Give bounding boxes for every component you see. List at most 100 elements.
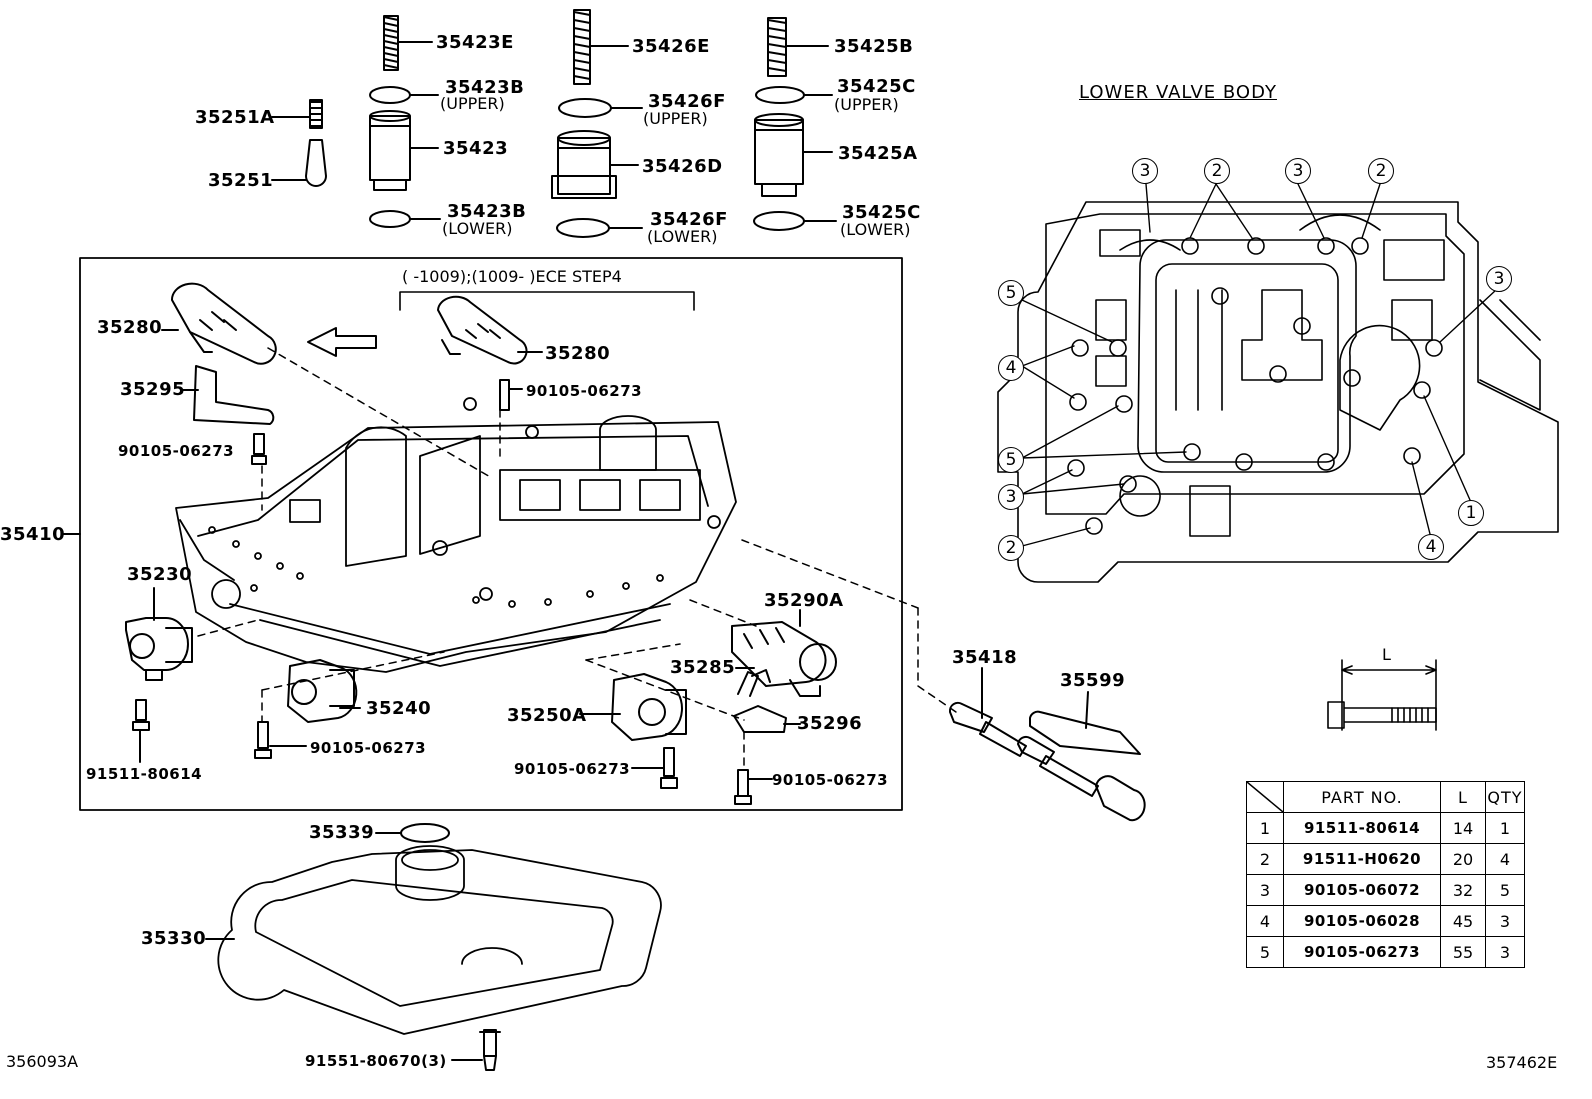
bolt-callout-2: 2 bbox=[998, 535, 1024, 561]
part-label-35426E: 35426E bbox=[632, 36, 710, 57]
valve-body-icon bbox=[175, 397, 737, 673]
oil-pan-icon bbox=[217, 845, 662, 1035]
solenoid-icon bbox=[287, 659, 358, 723]
bolt-callout-4: 4 bbox=[1418, 534, 1444, 560]
row-index: 1 bbox=[1246, 812, 1284, 844]
part-label-91511-80614: 91511-80614 bbox=[86, 765, 203, 783]
dimension-label: L bbox=[1382, 645, 1391, 664]
part-label-91551-80670: 91551-80670(3) bbox=[305, 1052, 447, 1070]
plate-icon bbox=[1029, 710, 1141, 755]
bolt-dimension-icon bbox=[1327, 659, 1437, 731]
bolt-callout-3: 3 bbox=[998, 484, 1024, 510]
part-label-35330: 35330 bbox=[141, 928, 207, 949]
part-label-35251A: 35251A bbox=[195, 107, 275, 128]
solenoid-icon bbox=[731, 621, 837, 697]
drain-bolt-icon bbox=[479, 1029, 501, 1071]
bolt-callout-3: 3 bbox=[1486, 266, 1512, 292]
part-label-35295: 35295 bbox=[120, 379, 186, 400]
table-corner-cell bbox=[1246, 781, 1284, 813]
part-label-35423E: 35423E bbox=[436, 32, 514, 53]
part-label-35423B-upper: 35423B bbox=[445, 77, 525, 98]
part-label-35418: 35418 bbox=[952, 647, 1018, 668]
bolt-table: PART NO. L QTY 1 91511-80614 14 1 2 9151… bbox=[1246, 781, 1525, 968]
part-label-bolt: 90105-06273 bbox=[310, 739, 427, 757]
bolt-callout-5: 5 bbox=[998, 280, 1024, 306]
bolt-icon bbox=[734, 769, 752, 805]
plate-icon bbox=[733, 705, 787, 733]
spring-icon bbox=[573, 9, 591, 85]
row-qty: 5 bbox=[1485, 874, 1525, 906]
bolt-icon bbox=[254, 721, 272, 759]
part-label-35426F-upper: 35426F bbox=[648, 91, 726, 112]
lower-valve-body-title: LOWER VALVE BODY bbox=[1079, 82, 1277, 103]
part-label-35599: 35599 bbox=[1060, 670, 1126, 691]
solenoid-icon bbox=[125, 617, 193, 681]
row-index: 2 bbox=[1246, 843, 1284, 875]
row-qty: 3 bbox=[1485, 936, 1525, 968]
part-label-35423B-lower: 35423B bbox=[447, 201, 527, 222]
part-label-35285: 35285 bbox=[670, 657, 736, 678]
row-part-no: 90105-06273 bbox=[1283, 936, 1441, 968]
row-part-no: 91511-80614 bbox=[1283, 812, 1441, 844]
bolt-icon bbox=[132, 699, 150, 731]
ece-note: ( -1009);(1009- )ECE STEP4 bbox=[402, 267, 622, 286]
part-label-35426D: 35426D bbox=[642, 156, 723, 177]
bolt-icon bbox=[660, 747, 678, 789]
part-label-35280-inset: 35280 bbox=[545, 343, 611, 364]
figure-ref-right: 357462E bbox=[1486, 1053, 1558, 1072]
part-label-35230: 35230 bbox=[127, 564, 193, 585]
part-label-bolt: 90105-06273 bbox=[526, 382, 643, 400]
part-label-35425B: 35425B bbox=[834, 36, 914, 57]
part-label-35410: 35410 bbox=[0, 524, 66, 545]
row-index: 4 bbox=[1246, 905, 1284, 937]
piston-icon bbox=[369, 110, 804, 199]
lower-note: (LOWER) bbox=[442, 219, 513, 238]
part-label-35339: 35339 bbox=[309, 822, 375, 843]
row-part-no: 90105-06028 bbox=[1283, 905, 1441, 937]
lower-valve-body-icon bbox=[997, 201, 1559, 583]
part-label-bolt: 90105-06273 bbox=[514, 760, 631, 778]
table-row: 5 90105-06273 55 3 bbox=[1246, 936, 1525, 968]
check-valve-icon bbox=[305, 139, 327, 187]
part-label-35425C-upper: 35425C bbox=[837, 76, 916, 97]
o-ring-icon bbox=[369, 86, 805, 843]
part-label-bolt: 90105-06273 bbox=[772, 771, 889, 789]
table-row: 1 91511-80614 14 1 bbox=[1246, 812, 1525, 844]
bolt-callout-3: 3 bbox=[1285, 158, 1311, 184]
part-label-35240: 35240 bbox=[366, 698, 432, 719]
part-label-35296: 35296 bbox=[797, 713, 863, 734]
part-label-35250A: 35250A bbox=[507, 705, 587, 726]
solenoid-icon bbox=[611, 673, 687, 741]
row-qty: 3 bbox=[1485, 905, 1525, 937]
bolt-callout-3: 3 bbox=[1132, 158, 1158, 184]
row-qty: 1 bbox=[1485, 812, 1525, 844]
table-row: 3 90105-06072 32 5 bbox=[1246, 874, 1525, 906]
figure-ref-left: 356093A bbox=[6, 1052, 79, 1071]
row-part-no: 90105-06072 bbox=[1283, 874, 1441, 906]
part-label-35426F-lower: 35426F bbox=[650, 209, 728, 230]
table-row: 2 91511-H0620 20 4 bbox=[1246, 843, 1525, 875]
bracket-icon bbox=[193, 365, 275, 425]
bolt-callout-4: 4 bbox=[998, 355, 1024, 381]
row-length: 14 bbox=[1440, 812, 1486, 844]
upper-note: (UPPER) bbox=[440, 94, 505, 113]
callout-leaders bbox=[1021, 183, 1497, 547]
part-label-35280: 35280 bbox=[97, 317, 163, 338]
lower-note: (LOWER) bbox=[647, 227, 718, 246]
solenoid-icon bbox=[437, 295, 528, 365]
diagonal-line bbox=[1247, 782, 1283, 812]
row-index: 3 bbox=[1246, 874, 1284, 906]
small-spring-icon bbox=[309, 101, 323, 127]
upper-note: (UPPER) bbox=[643, 109, 708, 128]
upper-note: (UPPER) bbox=[834, 95, 899, 114]
shaft-icon bbox=[948, 701, 1146, 822]
bolt-callout-5: 5 bbox=[998, 447, 1024, 473]
row-length: 45 bbox=[1440, 905, 1486, 937]
direction-arrow-icon bbox=[307, 327, 377, 357]
lower-note: (LOWER) bbox=[840, 220, 911, 239]
bolt-icon bbox=[499, 379, 510, 411]
row-index: 5 bbox=[1246, 936, 1284, 968]
solenoid-icon bbox=[170, 282, 277, 365]
part-label-35251: 35251 bbox=[208, 170, 274, 191]
